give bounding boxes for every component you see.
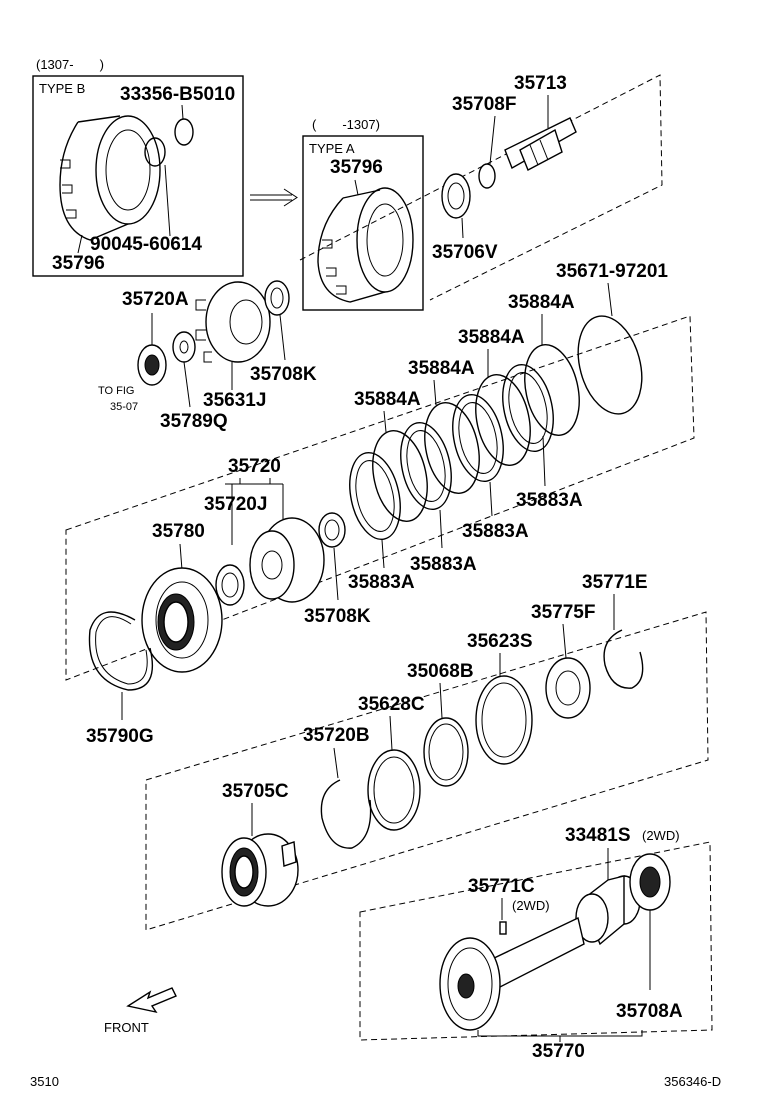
label-90045-60614: 90045-60614 — [90, 234, 202, 255]
output-shaft-35770 — [439, 916, 585, 1031]
label-35708A: 35708A — [616, 1001, 683, 1022]
type-a-box — [302, 135, 424, 311]
type-b-group: (1307- ) TYPE B 33356-B5010 90045-60614 … — [32, 57, 244, 277]
snap-ring-35771E — [603, 629, 644, 689]
dashed-outline-lower — [145, 611, 709, 931]
label-to-fig-2: 35-07 — [110, 401, 138, 413]
one-way-clutch-35780 — [141, 567, 223, 673]
type-b-title: TYPE B — [39, 81, 85, 96]
snap-ring-35790G — [88, 611, 154, 691]
hub-35631J — [195, 281, 271, 363]
ball-35771C — [499, 921, 507, 935]
dashed-outline-clutch — [65, 315, 695, 681]
drum-type-b — [59, 115, 161, 241]
bearing-35720J — [215, 564, 245, 606]
label-35884A-1: 35884A — [508, 292, 575, 313]
label-35771C-note: (2WD) — [512, 898, 550, 913]
label-33356-b5010: 33356-B5010 — [120, 84, 235, 105]
type-b-box — [32, 75, 244, 277]
label-35708K-top: 35708K — [250, 364, 317, 385]
transition-arrow — [250, 188, 298, 207]
label-35796-type-b: 35796 — [52, 253, 105, 274]
label-35671-97201: 35671-97201 — [556, 261, 668, 282]
dashed-outline-top — [299, 74, 663, 301]
type-a-group: ( -1307) TYPE A 35796 — [302, 117, 424, 311]
piston-35068B — [423, 717, 469, 787]
label-35796-type-a: 35796 — [330, 157, 383, 178]
label-33481S-note: (2WD) — [642, 828, 680, 843]
bearing-35708K-mid — [318, 512, 346, 548]
label-35708K-mid: 35708K — [304, 606, 371, 627]
drum-35705C — [221, 833, 299, 907]
label-35780: 35780 — [152, 521, 205, 542]
label-35720A: 35720A — [122, 289, 189, 310]
sleeve-33481S — [575, 875, 641, 946]
type-a-date: ( -1307) — [312, 117, 380, 132]
label-35720J: 35720J — [204, 494, 267, 515]
label-35705C: 35705C — [222, 781, 289, 802]
label-35884A-2: 35884A — [458, 327, 525, 348]
snap-ring-type-b — [144, 137, 166, 167]
label-35631J: 35631J — [203, 390, 266, 411]
label-35771C: 35771C — [468, 876, 535, 897]
dashed-outline-bottom — [359, 841, 713, 1041]
spring-35628C — [367, 749, 421, 831]
label-33481S: 33481S — [565, 825, 631, 846]
label-35775F: 35775F — [531, 602, 595, 623]
bearing-35708K-top — [264, 280, 290, 316]
label-to-fig-1: TO FIG — [98, 385, 134, 397]
front-arrow-icon — [126, 987, 177, 1014]
label-35883A-4: 35883A — [348, 572, 415, 593]
label-35789Q: 35789Q — [160, 411, 228, 432]
label-35706V: 35706V — [432, 242, 498, 263]
bearing-35708A — [629, 853, 671, 911]
type-b-date: (1307- ) — [36, 57, 104, 72]
label-35790G: 35790G — [86, 726, 154, 747]
bearing-35775F — [545, 657, 591, 719]
label-35068B: 35068B — [407, 661, 474, 682]
label-35628C: 35628C — [358, 694, 425, 715]
label-35771E: 35771E — [582, 572, 648, 593]
label-35883A-3: 35883A — [410, 554, 477, 575]
label-35623S: 35623S — [467, 631, 533, 652]
type-a-title: TYPE A — [309, 141, 355, 156]
plate-35623S — [475, 675, 533, 765]
label-front: FRONT — [104, 1020, 149, 1035]
snap-ring-35720B — [320, 779, 372, 849]
clutch-plates — [349, 343, 580, 541]
snap-ring-35671 — [577, 315, 643, 415]
ring-35708F — [478, 163, 496, 189]
label-35884A-3: 35884A — [408, 358, 475, 379]
label-35720B: 35720B — [303, 725, 370, 746]
label-35713: 35713 — [514, 73, 567, 94]
page-number: 3510 — [30, 1074, 59, 1089]
label-35883A-2: 35883A — [462, 521, 529, 542]
label-35708F: 35708F — [452, 94, 516, 115]
label-35884A-4: 35884A — [354, 389, 421, 410]
drum-type-a — [317, 187, 414, 303]
carrier-35720 — [249, 517, 325, 603]
gear-35706V — [441, 173, 471, 219]
label-35883A-1: 35883A — [516, 490, 583, 511]
o-ring-type-b — [174, 118, 194, 146]
drawing-id: 356346-D — [664, 1074, 721, 1089]
label-35770: 35770 — [532, 1041, 585, 1062]
label-35720: 35720 — [228, 456, 281, 477]
shaft-35713: 35713 — [504, 73, 577, 171]
washer-35789Q — [172, 331, 196, 363]
bearing-35720A — [137, 344, 167, 386]
